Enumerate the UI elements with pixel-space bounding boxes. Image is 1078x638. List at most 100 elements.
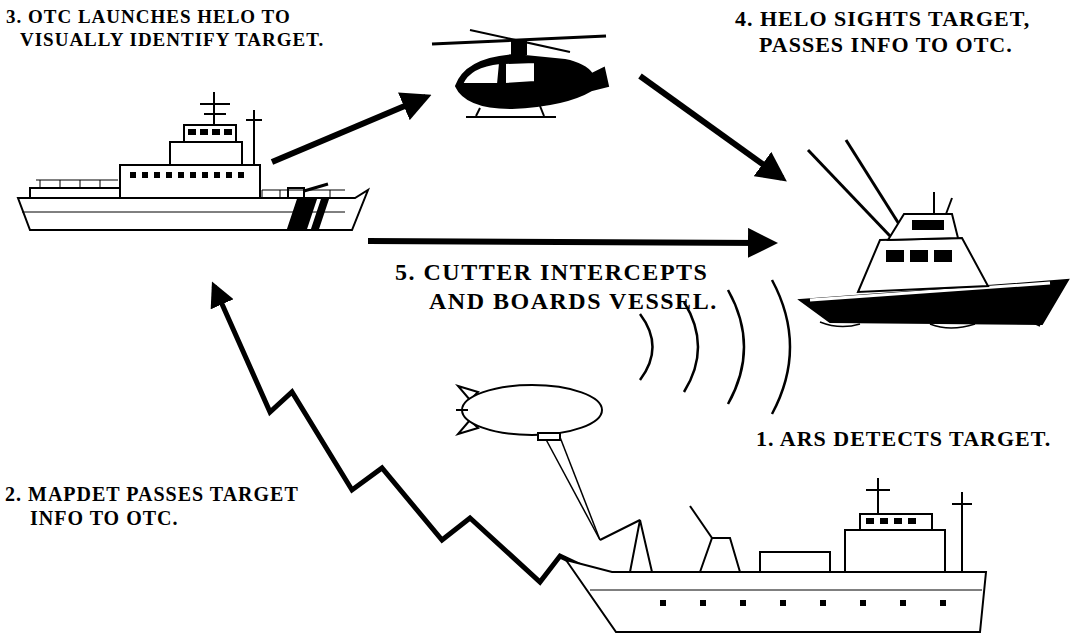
cutter-ship-part-part [130,172,136,178]
cutter-ship-part [253,110,255,165]
aerostat-part [456,409,468,411]
target-vessel-part [820,320,1040,328]
cutter-ship-part [312,199,328,229]
target-vessel-part [846,140,904,232]
support-ship-part [860,514,932,530]
target-vessel-part [858,238,988,292]
cutter-ship-part [170,142,242,165]
support-ship-part [866,489,890,491]
cutter-ship-part-part [214,172,220,178]
target-vessel-part [933,192,935,214]
support-ship-part [700,538,740,572]
support-ship-part-part [866,518,874,524]
caption-slot: 3. OTC LAUNCHES HELO TO VISUALLY IDENTIF… [6,6,338,52]
cutter-ship-part [213,92,215,125]
cutter-ship-part-part [188,129,196,135]
target-vessel-part-part [886,250,904,262]
helicopter-part [456,55,608,108]
cutter-ship-part [288,199,316,229]
cutter-ship-part-part [154,172,160,178]
target-vessel-part [888,214,958,240]
cutter-ship-part [262,190,345,198]
support-ship-part [590,590,982,591]
cutter-ship-part-part [202,172,208,178]
support-ship-part [952,503,972,505]
support-ship-part [760,552,830,572]
radar-waves-part [772,280,790,414]
support-ship-part-part [908,518,916,524]
caption-slot: 4. HELO SIGHTS TARGET, PASSES INFO TO OT… [735,6,1063,59]
target-vessel-part [886,220,952,262]
support-ship-part [600,520,640,540]
target-vessel [800,140,1068,328]
support-ship-part [660,518,946,606]
cutter-ship-part-part [200,129,208,135]
cutter-ship-part-part [226,172,232,178]
step-caption: 3. OTC LAUNCHES HELO TO VISUALLY IDENTIF… [6,6,338,52]
step-caption: 4. HELO SIGHTS TARGET, PASSES INFO TO OT… [735,6,1063,59]
cutter-ship-part [120,165,260,198]
aerostat-part [542,432,600,540]
step-caption: 2. MAPDET PASSES TARGET INFO TO OTC. [5,482,319,530]
cutter-ship-part [22,212,345,213]
cutter-ship-part [30,188,120,198]
target-vessel-part-part [912,220,944,230]
support-ship-part-part [900,600,906,606]
cutter-ship-part [36,180,118,188]
helicopter-part [476,108,480,116]
cutter-ship-part [200,103,230,105]
helicopter-part [466,116,556,118]
cutter-ship-part-part [190,172,196,178]
flow-arrows-part [368,241,772,243]
radar-waves-part [684,302,698,392]
cutter-ship-part-part [224,129,232,135]
radar-waves-part [728,290,744,404]
target-vessel-part-part [910,250,928,262]
helicopter-part [505,62,535,84]
cutter-ship-part [204,113,226,115]
aerostat-part [558,432,600,540]
flow-arrows-part [640,76,782,178]
cutter-ship-part [246,119,262,121]
flow-arrows-part [214,286,632,590]
support-ship-part-part [740,600,746,606]
flow-arrows-part [272,97,426,162]
aerostat-part [462,385,602,435]
support-ship-part [877,478,879,514]
support-ship-part-part [700,600,706,606]
support-ship-part-part [820,600,826,606]
cutter-ship-part [184,125,236,142]
helicopter-part [540,106,544,116]
caption-slot: 5. CUTTER INTERCEPTS AND BOARDS VESSEL. [395,258,731,316]
support-ship-part-part [940,600,946,606]
support-ship-part [630,520,652,572]
cutter-ship-part [130,129,244,178]
radar-waves-part [640,314,653,380]
support-ship-part-part [860,600,866,606]
caption-slot: 1. ARS DETECTS TARGET. [756,426,1072,452]
target-vessel-part [946,198,952,214]
cutter-ship [18,92,368,230]
caption-slot: 2. MAPDET PASSES TARGET INFO TO OTC. [5,482,319,530]
helicopter-part [462,63,500,84]
step-caption: 5. CUTTER INTERCEPTS AND BOARDS VESSEL. [395,258,731,316]
target-vessel-part-part [934,250,952,262]
flow-arrows [214,76,782,590]
support-ship-part [690,506,712,538]
support-ship-part [845,530,945,572]
cutter-ship-part-part [142,172,148,178]
support-ship-part-part [880,518,888,524]
step-caption: 1. ARS DETECTS TARGET. [756,426,1072,452]
cutter-ship-part-part [166,172,172,178]
support-ship-part-part [894,518,902,524]
support-ship-part-part [780,600,786,606]
support-ship [566,478,986,632]
cutter-ship-part-part [178,172,184,178]
cutter-ship-part-part [212,129,220,135]
support-ship-part-part [660,600,666,606]
cutter-ship-part-part [238,172,244,178]
aerostat [456,385,602,540]
aerostat-part [538,433,560,440]
